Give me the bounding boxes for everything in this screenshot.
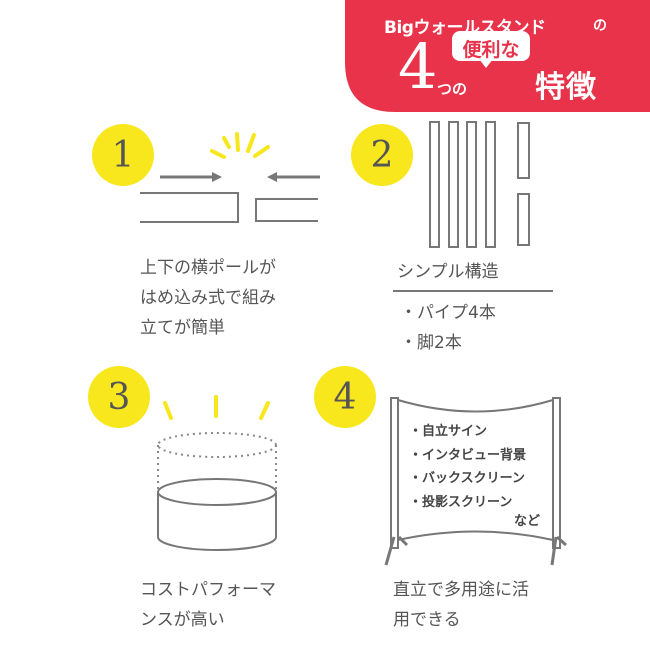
feature-3-text: コストパフォーマ ンスが高い <box>140 575 276 635</box>
speech-bubble-tail <box>479 59 493 68</box>
feature-4-line-1: 直立で多用途に活 <box>393 580 529 600</box>
feature-2-number: 2 <box>351 124 413 186</box>
wall-stand-icon <box>384 397 567 566</box>
sign-use-list: ・自立サイン ・インタビュー背景 ・バックスクリーン ・投影スクリーン <box>409 420 526 514</box>
sign-item-2: ・インタビュー背景 <box>409 447 527 463</box>
banner-tsuno: つの <box>437 80 468 98</box>
feature-3-line-2: ンスが高い <box>140 610 225 630</box>
pole-fitting-icon <box>140 132 320 223</box>
banner-four: 4 <box>398 30 438 103</box>
feature-2-item-1: ・パイプ4本 <box>400 303 496 323</box>
banner-benri: 便利な <box>462 39 520 61</box>
feature-2-items: ・パイプ4本 ・脚2本 <box>400 298 496 358</box>
feature-1-line-3: 立てが簡単 <box>140 318 225 338</box>
feature-1-number: 1 <box>92 124 154 186</box>
feature-4-number: 4 <box>314 366 376 428</box>
feature-4-line-2: 用できる <box>393 610 461 630</box>
sign-item-3: ・バックスクリーン <box>409 471 525 486</box>
feature-1-line-2: はめ込み式で組み <box>140 288 276 308</box>
header-banner: Bigウォールスタンド の 4 つの 便利な 特徴 <box>0 0 650 112</box>
feature-2-divider <box>393 290 553 292</box>
feature-1-text: 上下の横ポールが はめ込み式で組み 立てが簡単 <box>140 253 276 343</box>
banner-tokucho: 特徴 <box>535 70 597 105</box>
sign-nado: など <box>514 514 541 529</box>
feature-4-text: 直立で多用途に活 用できる <box>393 575 529 635</box>
banner-no: の <box>593 18 607 34</box>
feature-2-item-2: ・脚2本 <box>400 333 462 353</box>
cost-cylinder-icon <box>157 395 277 551</box>
feature-2-title: シンプル構造 <box>397 262 499 282</box>
pipes-icon <box>429 121 530 248</box>
feature-3-line-1: コストパフォーマ <box>140 580 276 600</box>
feature-1-line-1: 上下の横ポールが <box>140 258 276 278</box>
speech-bubble <box>452 31 530 61</box>
sign-item-4: ・投影スクリーン <box>409 494 513 510</box>
sign-item-1: ・自立サイン <box>409 424 488 439</box>
feature-3-number: 3 <box>88 366 150 428</box>
